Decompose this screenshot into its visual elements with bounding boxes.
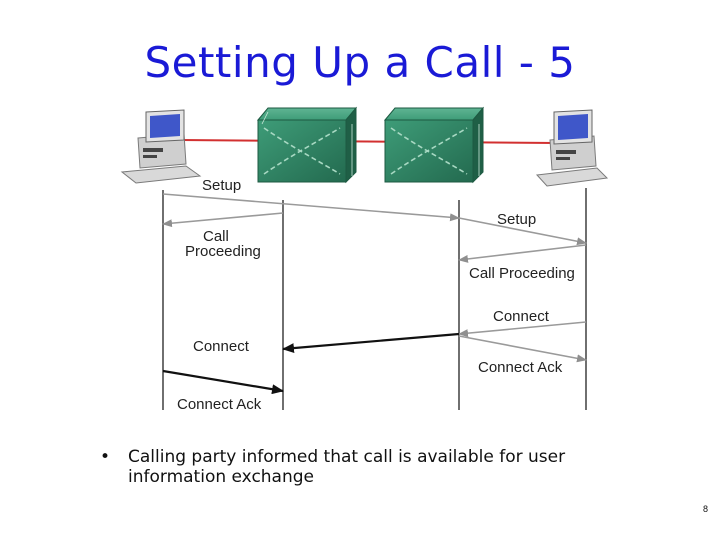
page-number: 8 bbox=[702, 504, 708, 514]
setup-label-2: Setup bbox=[497, 211, 536, 228]
call-proceeding-label-2: Call Proceeding bbox=[469, 265, 575, 282]
bullet-marker: • bbox=[100, 447, 111, 467]
connect-arrow-2 bbox=[458, 321, 587, 338]
called-party-computer-icon bbox=[535, 109, 609, 187]
bullet-text: Calling party informed that call is avai… bbox=[128, 447, 566, 487]
call-proceeding-label-1: Call Proceeding bbox=[185, 228, 261, 260]
setup-arrow-1 bbox=[162, 193, 460, 222]
connect-ack-label-2: Connect Ack bbox=[478, 359, 563, 376]
call-proceeding-arrow-2 bbox=[458, 244, 587, 263]
connect-arrow-1 bbox=[282, 332, 460, 354]
network-link bbox=[179, 139, 557, 144]
calling-party-computer-icon bbox=[120, 109, 202, 184]
bullet-point: • Calling party informed that call is av… bbox=[100, 447, 620, 487]
connect-label-2: Connect bbox=[493, 308, 550, 325]
connect-ack-arrow-2 bbox=[458, 335, 587, 363]
switch-1-icon bbox=[256, 106, 358, 184]
connect-ack-arrow-1 bbox=[162, 369, 284, 395]
slide-title: Setting Up a Call - 5 bbox=[144, 38, 576, 87]
setup-label-1: Setup bbox=[202, 177, 241, 194]
setup-arrow-2 bbox=[458, 217, 587, 246]
connect-ack-label-1: Connect Ack bbox=[177, 396, 262, 413]
call-proceeding-arrow-1 bbox=[162, 212, 284, 228]
switch-2-icon bbox=[383, 106, 485, 184]
connect-label-1: Connect bbox=[193, 338, 250, 355]
